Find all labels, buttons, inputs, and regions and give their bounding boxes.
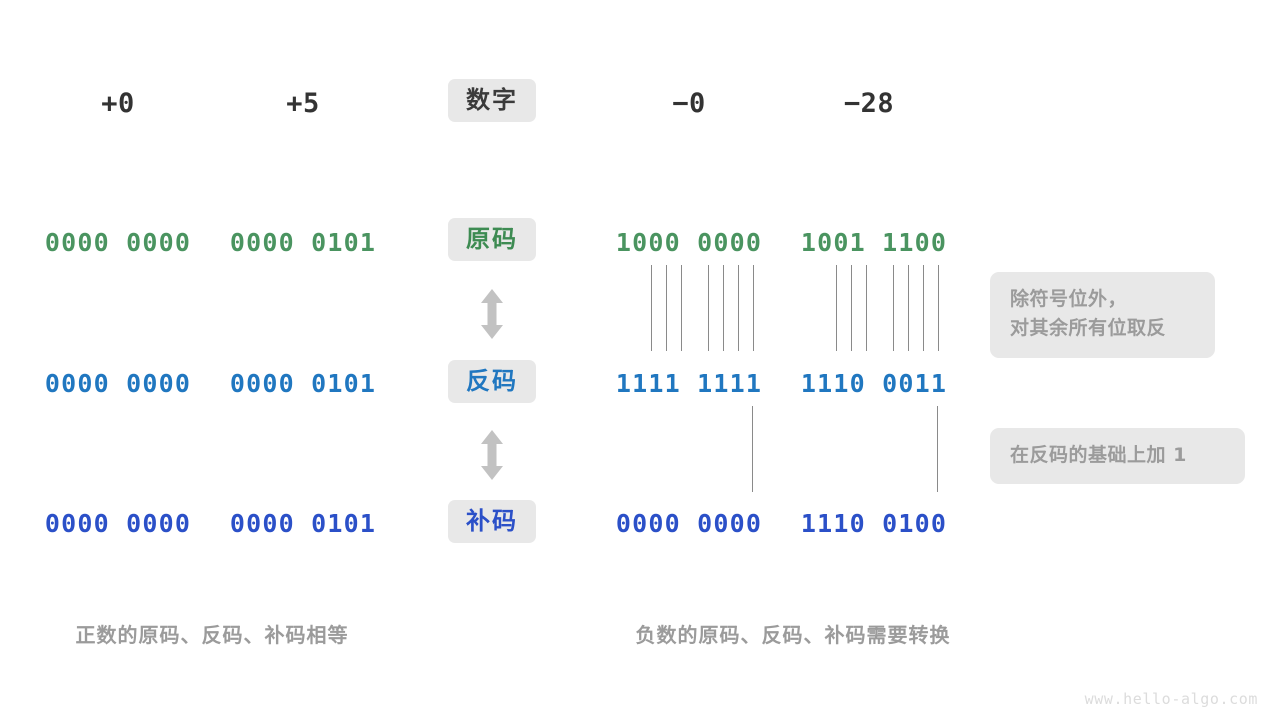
bits-yuanma-plus-zero: 0000 0000 — [44, 228, 192, 257]
row-label-buma: 补码 — [448, 500, 536, 543]
connector-line-invert — [666, 265, 667, 351]
watermark: www.hello-algo.com — [1084, 690, 1258, 708]
arrow-fanma-to-buma-icon — [478, 429, 506, 485]
caption-positive: 正数的原码、反码、补码相等 — [75, 623, 349, 647]
connector-line-invert — [923, 265, 924, 351]
connector-line-invert — [938, 265, 939, 351]
bits-buma-plus-five: 0000 0101 — [229, 509, 377, 538]
header-value-plus-five: +5 — [286, 88, 320, 119]
bits-buma-minus-zero: 0000 0000 — [615, 509, 763, 538]
bits-yuanma-minus-twentyeight: 1001 1100 — [800, 228, 948, 257]
connector-line-invert — [851, 265, 852, 351]
bits-fanma-minus-twentyeight: 1110 0011 — [800, 369, 948, 398]
connector-line-invert — [723, 265, 724, 351]
connector-line-invert — [753, 265, 754, 351]
connector-line-invert — [738, 265, 739, 351]
header-value-plus-zero: +0 — [101, 88, 135, 119]
bits-fanma-plus-five: 0000 0101 — [229, 369, 377, 398]
connector-line-invert — [893, 265, 894, 351]
connector-line-carry — [752, 406, 753, 492]
bits-fanma-plus-zero: 0000 0000 — [44, 369, 192, 398]
bits-buma-plus-zero: 0000 0000 — [44, 509, 192, 538]
bits-yuanma-minus-zero: 1000 0000 — [615, 228, 763, 257]
arrow-yuanma-to-fanma-icon — [478, 288, 506, 344]
row-label-yuanma-text: 原码 — [448, 218, 536, 261]
bits-yuanma-plus-five: 0000 0101 — [229, 228, 377, 257]
header-value-minus-zero: −0 — [672, 88, 706, 119]
bits-buma-minus-twentyeight: 1110 0100 — [800, 509, 948, 538]
row-label-yuanma: 原码 — [448, 218, 536, 261]
row-label-buma-text: 补码 — [448, 500, 536, 543]
row-label-number: 数字 — [448, 79, 536, 122]
connector-line-invert — [866, 265, 867, 351]
header-value-minus-twentyeight: −28 — [843, 88, 895, 119]
note-invert-rule: 除符号位外， 对其余所有位取反 — [990, 272, 1215, 358]
connector-line-invert — [681, 265, 682, 351]
connector-line-carry — [937, 406, 938, 492]
caption-negative: 负数的原码、反码、补码需要转换 — [635, 623, 951, 647]
note-add-one-rule: 在反码的基础上加 1 — [990, 428, 1245, 485]
row-label-fanma: 反码 — [448, 360, 536, 403]
connector-line-invert — [908, 265, 909, 351]
bits-fanma-minus-zero: 1111 1111 — [615, 369, 763, 398]
connector-line-invert — [836, 265, 837, 351]
connector-line-invert — [651, 265, 652, 351]
row-label-number-text: 数字 — [448, 79, 536, 122]
row-label-fanma-text: 反码 — [448, 360, 536, 403]
connector-line-invert — [708, 265, 709, 351]
